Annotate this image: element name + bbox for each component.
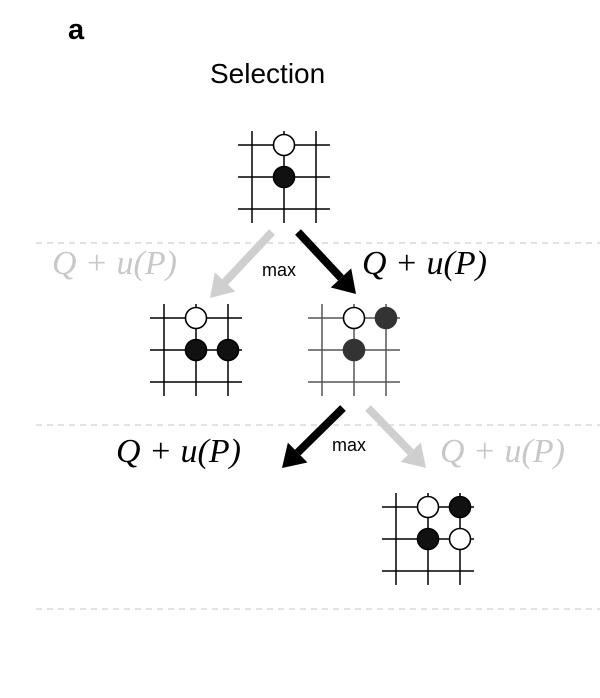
stone-white — [342, 306, 366, 330]
formula-selected-right: Q + u(P) — [362, 245, 487, 282]
stone-black — [184, 338, 208, 362]
board-root — [238, 131, 330, 223]
stone-black — [216, 338, 240, 362]
board-left-child — [150, 304, 242, 396]
formula-selected-left: Q + u(P) — [116, 433, 241, 470]
arrow-right-to-leaf — [365, 405, 426, 468]
stone-black — [416, 527, 440, 551]
stone-darkgray — [342, 338, 366, 362]
diagram-title: Selection — [210, 58, 326, 89]
formula-faded-right: Q + u(P) — [440, 433, 565, 470]
stone-black — [448, 495, 472, 519]
arrow-right-to-left-leaf — [282, 405, 346, 468]
max-label-level1: max — [262, 260, 296, 280]
stone-black — [272, 165, 296, 189]
board-leaf — [382, 493, 474, 585]
stone-white — [416, 495, 440, 519]
stone-white — [448, 527, 472, 551]
max-label-level2: max — [332, 435, 366, 455]
formula-faded-left: Q + u(P) — [52, 245, 177, 282]
panel-label: a — [68, 14, 85, 46]
stone-white — [184, 306, 208, 330]
go-boards — [150, 131, 474, 585]
level-dividers — [36, 242, 600, 610]
stone-white — [272, 133, 296, 157]
stone-darkgray — [374, 306, 398, 330]
arrow-root-to-left — [210, 229, 275, 298]
tree-arrows — [210, 229, 426, 468]
board-right-child — [308, 304, 400, 396]
arrow-root-to-right — [295, 229, 356, 294]
edge-labels: Q + u(P) Q + u(P) max Q + u(P) max Q + u(P) — [52, 245, 565, 470]
